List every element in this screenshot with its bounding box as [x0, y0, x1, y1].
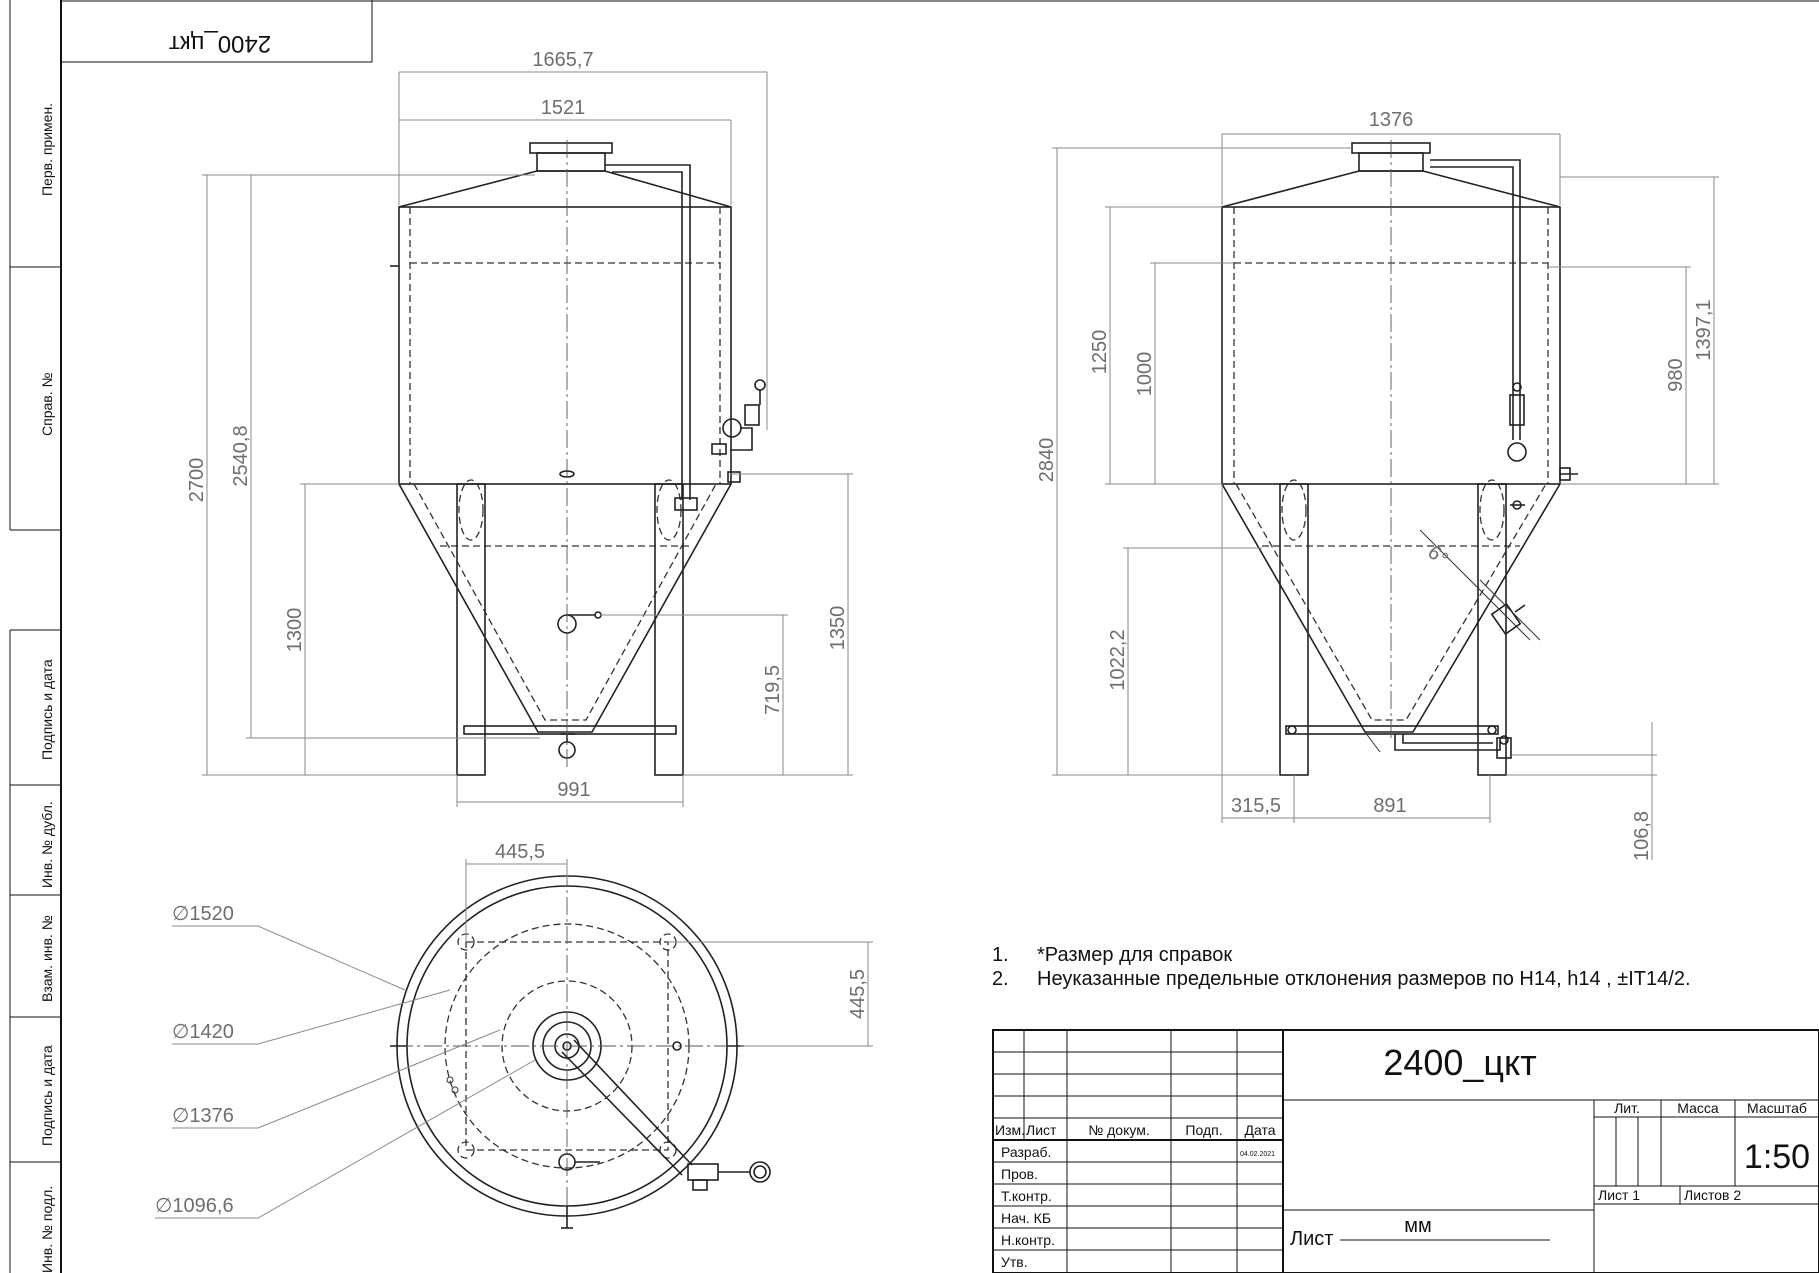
dim-side-106: 106,8 [1631, 811, 1653, 861]
front-view-dimensions: 1665,7 1521 2700 2540,8 1300 1350 719,5 … [186, 49, 853, 807]
dim-front-overall-width: 1665,7 [532, 49, 593, 71]
dim-side-315: 315,5 [1231, 795, 1281, 817]
tb-masshtab: Масштаб [1747, 1100, 1807, 1116]
tb-hdr-izm: Изм. [995, 1122, 1025, 1138]
tb-material-unit: мм [1404, 1215, 1432, 1237]
tb-row-razrab: Разраб. [1001, 1144, 1051, 1160]
tb-hdr-podp: Подп. [1185, 1122, 1222, 1138]
drawing-frame [9, 0, 1819, 1273]
dim-side-total-height: 2840 [1036, 438, 1058, 483]
dim-front-port-719: 719,5 [762, 665, 784, 715]
dim-top-dia-1376: ∅1376 [172, 1105, 234, 1127]
frame-label-inv-no-podl: Инв. № подл. [39, 1186, 55, 1273]
frame-label-vzam-inv-no: Взам. инв. № [39, 915, 55, 1002]
dim-top-h-offset: 445,5 [495, 841, 545, 863]
dim-front-side-1350: 1350 [827, 606, 849, 651]
dim-front-height-2540: 2540,8 [230, 425, 252, 486]
dim-top-dia-1420: ∅1420 [172, 1021, 234, 1043]
tb-sheets: Листов 2 [1684, 1187, 1741, 1203]
top-view [390, 868, 771, 1229]
tb-material-left: Лист [1290, 1228, 1333, 1250]
side-view-dimensions: 1376 2840 1250 1000 980 1397,1 1022,2 31… [1036, 109, 1719, 861]
frame-labels: Перв. примен. Справ. № Подпись и дата Ин… [39, 103, 55, 1273]
tb-row-tkontr: Т.контр. [1001, 1188, 1052, 1204]
title-block: 2400_цкт Изм. Лист № докум. Подп. Дата Р… [992, 1029, 1819, 1273]
frame-label-podpis-data-2: Подпись и дата [39, 1045, 55, 1146]
dim-side-1397: 1397,1 [1693, 299, 1715, 360]
tb-row-nachkb: Нач. КБ [1001, 1210, 1051, 1226]
dim-side-1000: 1000 [1134, 352, 1156, 397]
dim-side-1022: 1022,2 [1107, 629, 1129, 690]
title-block-title: 2400_цкт [1383, 1042, 1536, 1083]
dim-front-total-height: 2700 [186, 458, 208, 503]
tb-date-value: 04.02.2021 [1240, 1151, 1275, 1158]
front-view [390, 140, 766, 776]
notes: 1. *Размер для справок 2. Неуказанные пр… [992, 944, 1691, 990]
dim-front-leg-height: 1300 [284, 608, 306, 653]
note-1-num: 1. [992, 944, 1009, 966]
dim-side-980: 980 [1665, 358, 1687, 391]
frame-label-sprav-no: Справ. № [39, 373, 55, 437]
tb-massa: Масса [1677, 1100, 1719, 1116]
tb-sheet: Лист 1 [1598, 1187, 1640, 1203]
dim-top-dia-1520: ∅1520 [172, 903, 234, 925]
tb-row-nkontr: Н.контр. [1001, 1232, 1055, 1248]
dim-side-1250: 1250 [1089, 330, 1111, 375]
note-2-num: 2. [992, 968, 1009, 990]
tb-hdr-data: Дата [1244, 1122, 1275, 1138]
stamp-text: 2400_цкт [169, 30, 271, 57]
dim-side-891: 891 [1373, 795, 1406, 817]
note-2-text: Неуказанные предельные отклонения размер… [1037, 968, 1691, 990]
frame-label-perv-primen: Перв. примен. [39, 103, 55, 196]
tb-row-prov: Пров. [1001, 1166, 1038, 1182]
dim-top-dia-1096: ∅1096,6 [155, 1195, 234, 1217]
tb-row-utv: Утв. [1001, 1254, 1028, 1270]
dim-front-body-width: 1521 [541, 97, 586, 119]
top-view-dimensions: 445,5 445,5 ∅1520 ∅1420 ∅1376 ∅1096,6 [155, 841, 873, 1219]
dim-front-leg-spacing: 991 [557, 779, 590, 801]
tb-hdr-docum: № докум. [1088, 1122, 1150, 1138]
tb-scale-value: 1:50 [1744, 1138, 1810, 1176]
tb-hdr-list: Лист [1026, 1122, 1057, 1138]
dim-side-body-width: 1376 [1369, 109, 1414, 131]
note-1-text: *Размер для справок [1037, 944, 1232, 966]
dim-top-v-offset: 445,5 [847, 969, 869, 1019]
frame-label-inv-no-dubl: Инв. № дубл. [39, 801, 55, 888]
frame-label-podpis-data-1: Подпись и дата [39, 659, 55, 760]
tb-lit: Лит. [1614, 1100, 1640, 1116]
side-view: 6° [1221, 140, 1578, 776]
